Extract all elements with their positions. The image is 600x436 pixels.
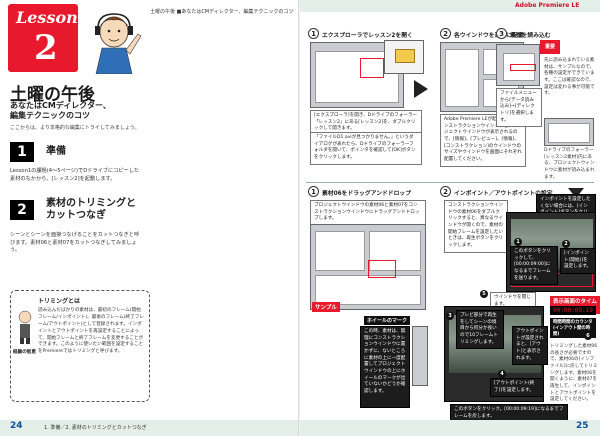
- section-1-number: 1: [10, 142, 34, 162]
- page-number-left: 24: [10, 421, 23, 431]
- wheel-zoom-screenshot: [412, 326, 428, 386]
- wheel-mark-tag: ホイールのマーク: [364, 316, 411, 325]
- right-footer: 25: [300, 420, 600, 436]
- trimming-caption: 経験の智恵: [13, 350, 36, 355]
- section-2-title-line-1: 素材のトリミングと: [46, 198, 136, 209]
- step-5-b: [インポイント(開始)]を設定します。: [560, 248, 596, 274]
- section-2-title-line-2: カットつなぎ: [46, 209, 106, 221]
- trimming-title: トリミングとは: [38, 298, 81, 305]
- lesson-word: Lesson: [16, 8, 78, 27]
- left-footer: 24 1. 準備／2. 素材のトリミングとカットつなぎ: [0, 420, 300, 436]
- step-4-callout: プロジェクトウインドウの素材06と素材07をコンストラクションウインドウにドラッ…: [310, 200, 426, 226]
- step-5-title: インポイント／アウトポイントの設定: [454, 191, 553, 197]
- bubble-4: 4: [498, 370, 506, 378]
- step-3-number: 3: [496, 28, 507, 39]
- project-window-screenshot: [544, 118, 594, 146]
- step-3-side: Dドライブのフォーラー[レッスン2素材]内にある、プロジェクトウィンドウに素材が…: [544, 148, 595, 180]
- step-5-a: このボタンをクリックして、[00:00:09:00]になるまでフレームを送ります…: [510, 246, 558, 286]
- running-header: 土曜の午後 ■あなたはCMディレクター、編集テクニックのコツ: [150, 9, 294, 15]
- arrow-down-icon: [568, 188, 584, 198]
- subtitle-line-1: あなたはCMディレクター、: [10, 101, 111, 110]
- bubble-2: 2: [562, 240, 570, 248]
- footer-text: 1. 準備／2. 素材のトリミングとカットつなぎ: [44, 425, 147, 431]
- lesson-number: 2: [34, 28, 58, 68]
- step-1-callout-1: [エクスプローラ]を開き、Dドライブのフォーラー「レッスン2」にある[レッスン2…: [310, 110, 422, 136]
- step-5-d: プレビ部分で再生をしてシーンの境目から何分か長いので10フレームトリミングします…: [456, 310, 504, 350]
- section-1-title: 準備: [46, 146, 66, 157]
- step-5-f: [アウトポイント(終了)]を設定します。: [490, 378, 544, 398]
- trimming-info-box: トリミングとは 読み込んだばかりの素材は、最初のフレーム(開始フレーム/インポイ…: [10, 290, 150, 402]
- right-page: Adobe Premiere LE 1 エクスプローラでレッスン2を開く [エク…: [300, 0, 600, 436]
- bubble-3: 3: [446, 312, 454, 320]
- construction-window-screenshot: [310, 224, 426, 310]
- step-4-number: 1: [308, 186, 319, 197]
- page-number-right: 25: [576, 421, 589, 431]
- step-1-callout-2: 「ファイルD1.aviが見つかりません。」というダイアログが表れたら、Dドライブ…: [310, 132, 422, 165]
- step-3-title: 素材を読み込む: [510, 33, 551, 39]
- folder-icon: [395, 49, 415, 63]
- sample-tag: サンプル: [312, 302, 340, 312]
- step-3-note: 先に読み込まれている素材は、サンプルなので、各種の設定ができています。ここは確認…: [544, 58, 595, 97]
- section-2-title: 素材のトリミングと カットつなぎ: [46, 198, 136, 221]
- page-subtitle: あなたはCMディレクター、 編集テクニックのコツ: [10, 101, 111, 121]
- step-5-side: トリミングした素材06の長さが必要ですので、素材06の[インファイル]に戻してト…: [550, 344, 598, 403]
- folder-zoom: [384, 40, 424, 74]
- section-2-body: シーンとシーンを面接つなげることをカットつなぎと呼びます。素材06と素材07をカ…: [10, 232, 140, 254]
- important-note-icon: 重要: [540, 40, 560, 54]
- step-3-callout: ファイルメニューから[データ読み込み]→[ディレクトリ]を選択します。: [496, 88, 542, 128]
- step-1-title: エクスプローラでレッスン2を開く: [322, 33, 413, 39]
- brand-label: Adobe Premiere LE: [515, 2, 580, 9]
- lesson-badge: [8, 4, 78, 72]
- trimming-text: 読み込んだばかりの素材は、最初のフレーム(開始フレーム/インポイント)、最後のフ…: [38, 308, 144, 355]
- section-1-body: Lesson1の課題(4〜5ページ)でDドライブにコピーした素材のなかから、[レ…: [10, 168, 140, 182]
- step-1-number: 1: [308, 28, 319, 39]
- page-title: 土曜の午後: [10, 85, 95, 105]
- step-5-callout-1: コンストラクションウインドウの素材06をダブルクリックすると、異なるウインドウが…: [444, 200, 508, 253]
- step-4-title: 素材06をドラッグアンドドロップ: [322, 191, 411, 197]
- mascot-illustration: [95, 13, 142, 74]
- step-4-callout-2: この時、素材は、無理にコンストラクションウインドウに置かずに、ないところに素材の…: [360, 326, 410, 408]
- timecode-display: 00:00:09:19: [550, 306, 596, 315]
- subtitle-line-2: 編集テクニックのコツ: [10, 111, 90, 120]
- left-page: 土曜の午後 ■あなたはCMディレクター、編集テクニックのコツ Lesson 2 …: [0, 4, 300, 436]
- bubble-1: 1: [514, 238, 522, 246]
- step-5-e: アウトポイントが設定されると、[アウト]と表示されます。: [512, 326, 548, 366]
- character-icon: [18, 310, 32, 344]
- file-menu-screenshot: [496, 44, 540, 86]
- bubble-5: 5: [480, 290, 488, 298]
- step-2-title: 各ウインドウを適切に配置: [454, 33, 524, 39]
- step-5-number: 2: [440, 186, 451, 197]
- step-2-number: 2: [440, 28, 451, 39]
- step-divider: [306, 182, 594, 183]
- top-band: [300, 0, 600, 12]
- bubble-6: 6: [584, 332, 592, 340]
- section-2-number: 2: [10, 200, 34, 220]
- arrow-right-icon: [414, 80, 428, 98]
- intro-text: ここからは、より本格的な編集にトライしてみましょう。: [10, 125, 140, 131]
